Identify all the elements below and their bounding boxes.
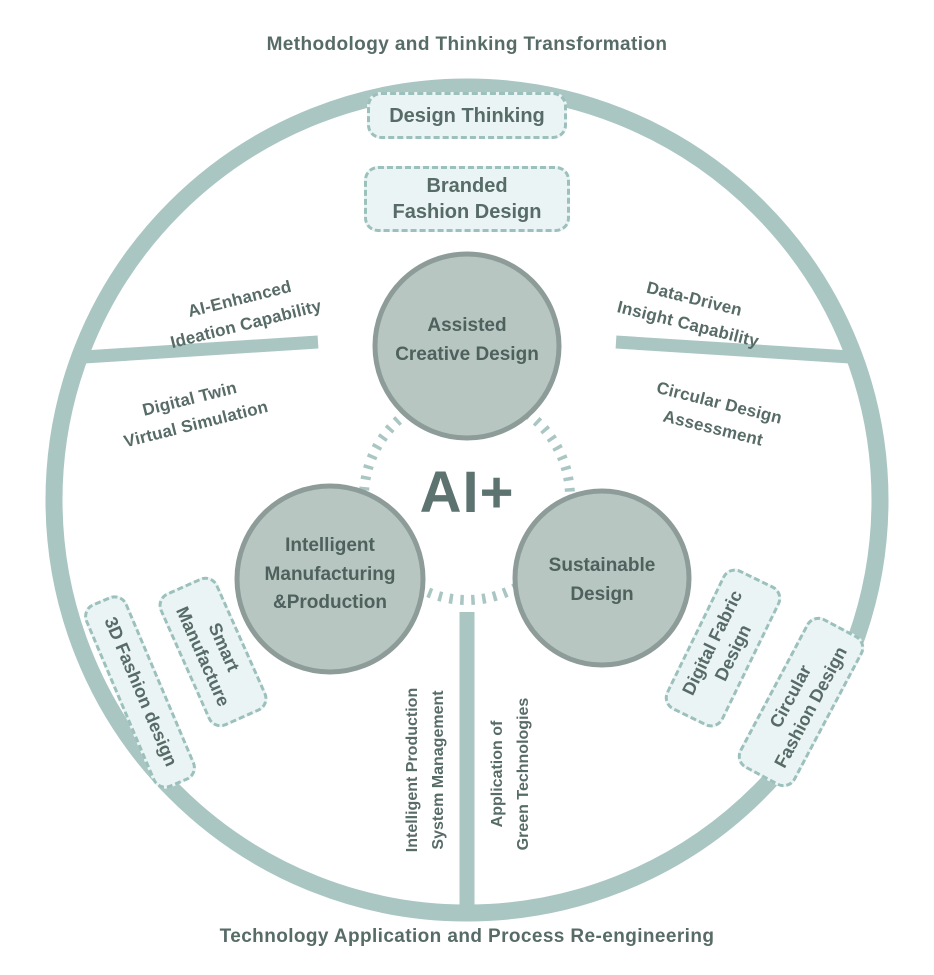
label-line: Manufacturing	[264, 563, 396, 585]
design-thinking-badge: Design Thinking	[367, 92, 567, 139]
label-line: &Production	[273, 592, 387, 613]
assisted-creative-design-label: Assisted Creative Design	[377, 312, 557, 369]
badge-line: Fashion Design	[392, 201, 542, 223]
label-line: Design	[570, 583, 634, 605]
label-line: Intelligent	[285, 535, 375, 556]
badge-line: Branded	[426, 175, 508, 197]
label-line: Sustainable	[548, 555, 656, 576]
branded-fashion-design-badge: Branded Fashion Design	[364, 166, 570, 232]
label-line: Green Technologies	[514, 697, 532, 851]
label-line: Intelligent Production	[404, 687, 421, 853]
badge-line: Design Thinking	[389, 104, 545, 127]
outer-ring	[45, 78, 889, 922]
circle-sustainable-design	[512, 488, 692, 668]
label-line: System Management	[429, 690, 447, 850]
circle-assisted-creative-design	[372, 251, 562, 441]
top-title: Methodology and Thinking Transformation	[266, 34, 668, 55]
intelligent-production-system-label: Intelligent Production System Management	[400, 655, 456, 885]
bottom-title: Technology Application and Process Re-en…	[219, 926, 715, 947]
divider-left	[83, 335, 319, 364]
circle-intelligent-manufacturing	[234, 483, 426, 675]
label-line: Creative Design	[395, 343, 539, 365]
label-line: Application of	[489, 720, 506, 828]
green-technologies-label: Application of Green Technologies	[485, 659, 541, 889]
sustainable-design-label: Sustainable Design	[512, 552, 692, 609]
label-line: Assisted	[427, 315, 507, 336]
intelligent-manufacturing-label: Intelligent Manufacturing &Production	[228, 532, 432, 618]
center-ai-plus-label: AI+	[419, 459, 515, 525]
divider-right	[615, 335, 851, 364]
